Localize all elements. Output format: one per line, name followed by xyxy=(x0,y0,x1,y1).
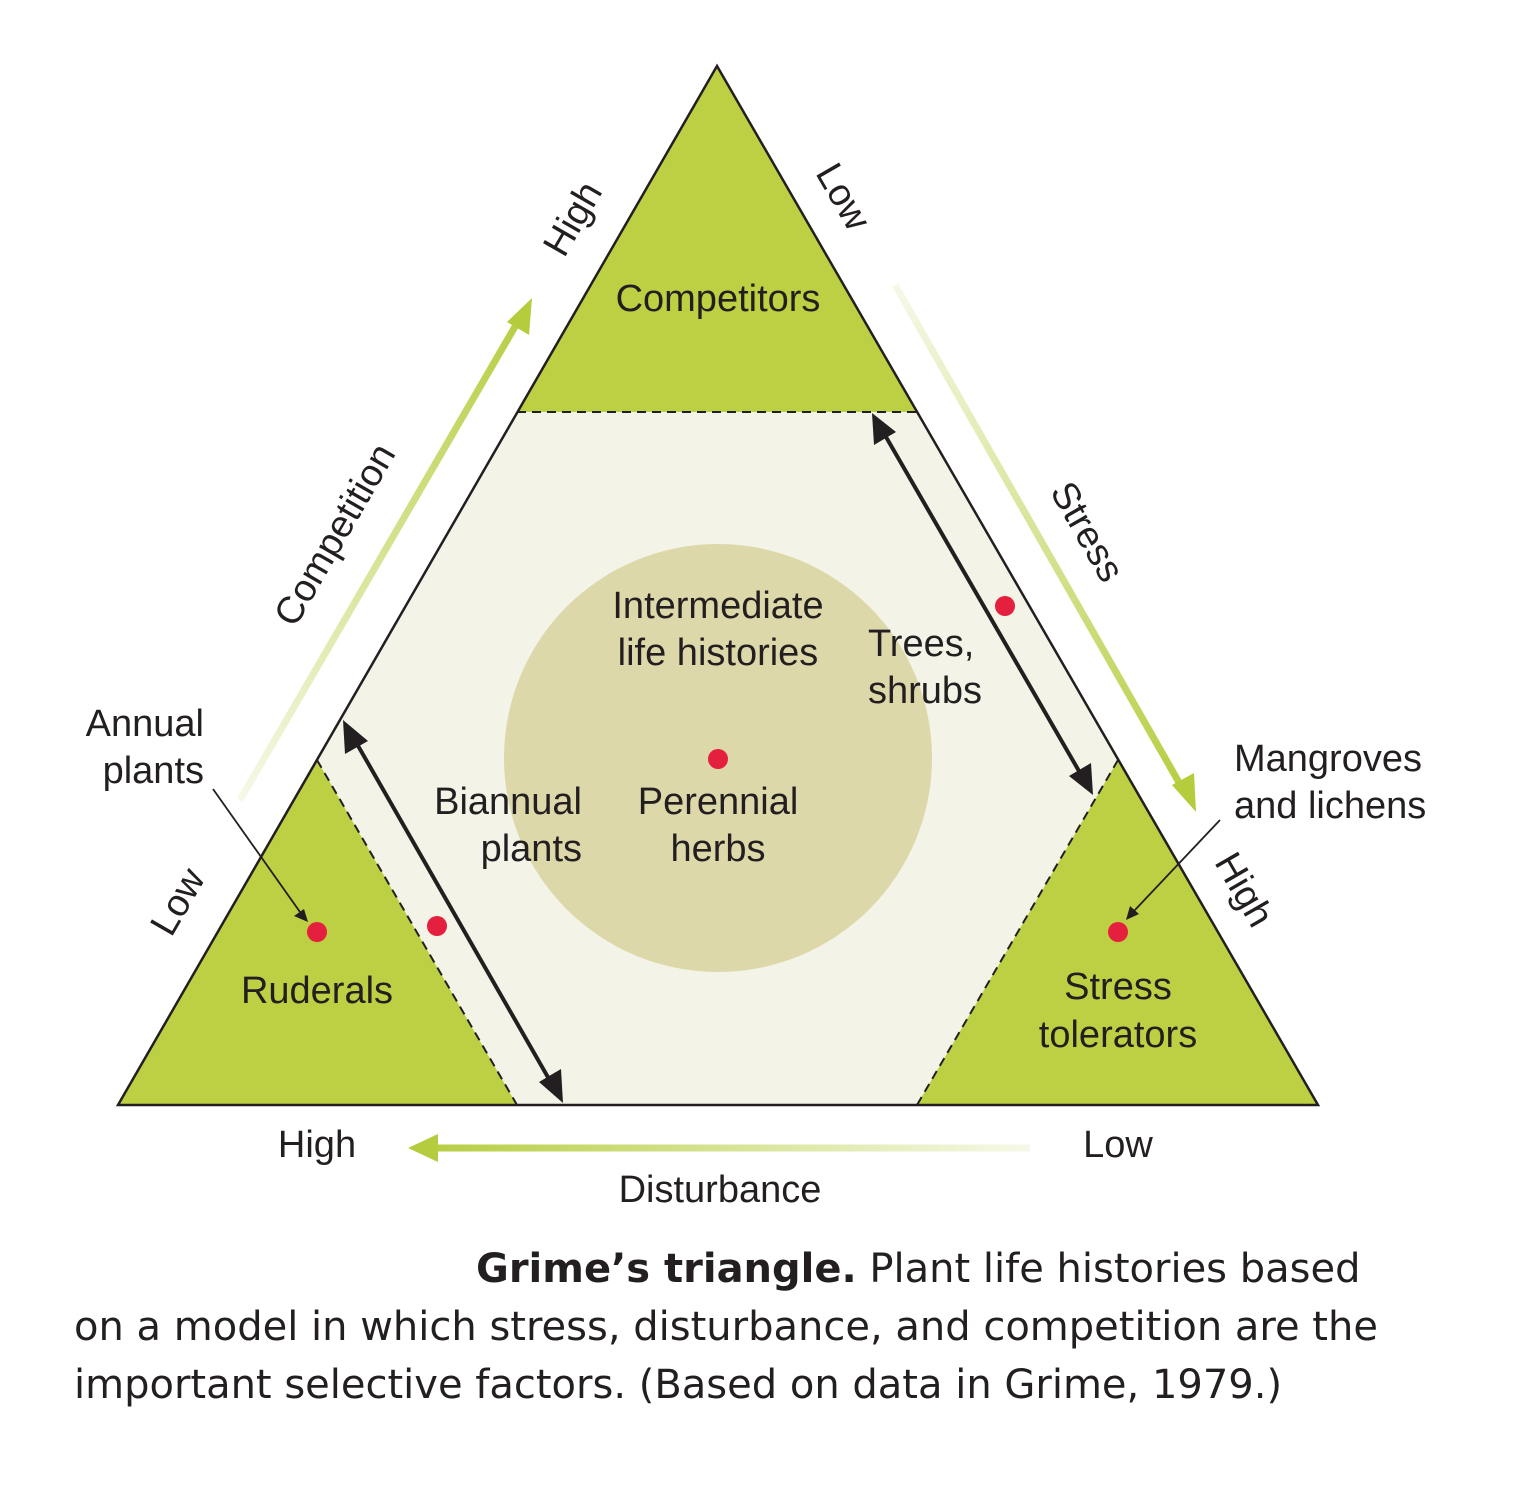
biannual-double-arrow xyxy=(343,720,563,1103)
stress-low-label: Low xyxy=(807,156,879,238)
figure-caption: Grime’s triangle. Plant life histories b… xyxy=(74,1240,1474,1414)
mangroves-label-line1: Mangroves xyxy=(1234,738,1422,780)
biannual-label-line2: plants xyxy=(481,828,582,870)
disturbance-high-label: High xyxy=(278,1124,356,1166)
grimes-triangle-diagram: Competitors Ruderals Stress tolerators I… xyxy=(86,63,1426,1211)
trees-label-line2: shrubs xyxy=(868,670,982,712)
competitors-region xyxy=(517,66,917,412)
perennial-label-line2: herbs xyxy=(670,828,765,870)
mangroves-lichens-dot xyxy=(1108,922,1128,942)
intermediate-label-line1: Intermediate xyxy=(612,585,823,627)
stress-tolerators-boundary xyxy=(916,759,1119,1106)
intermediate-label-line2: life histories xyxy=(618,632,819,674)
annual-label-line2: plants xyxy=(103,750,204,792)
annual-plants-dot xyxy=(307,922,327,942)
annual-label-line1: Annual xyxy=(86,703,204,745)
triangle-outline xyxy=(115,63,1321,1107)
caption-line-1: Grime’s triangle. Plant life histories b… xyxy=(74,1240,1474,1298)
mangroves-label-line2: and lichens xyxy=(1234,785,1426,827)
disturbance-low-label: Low xyxy=(1083,1124,1153,1166)
trees-label-line1: Trees, xyxy=(868,623,974,665)
disturbance-axis-label: Disturbance xyxy=(619,1169,822,1211)
perennial-label-line1: Perennial xyxy=(638,781,799,823)
biannual-plants-dot xyxy=(427,916,447,936)
biannual-label-line1: Biannual xyxy=(434,781,582,823)
ruderals-label: Ruderals xyxy=(241,970,393,1012)
caption-line1-text: Plant life histories based xyxy=(856,1246,1361,1292)
trees-double-arrow xyxy=(872,413,1093,795)
mangroves-leader-arrow xyxy=(1126,819,1221,920)
perennial-herbs-dot xyxy=(708,749,728,769)
annual-plants-leader-arrow xyxy=(212,788,308,922)
stress-axis-arrow xyxy=(891,283,1196,812)
caption-line-2: on a model in which stress, disturbance,… xyxy=(74,1304,1378,1350)
competition-high-label: High xyxy=(536,175,611,264)
trees-shrubs-dot xyxy=(995,596,1015,616)
stress-tolerators-label-line2: tolerators xyxy=(1039,1014,1197,1056)
disturbance-axis-arrow xyxy=(408,1134,1030,1162)
stress-tolerators-label-line1: Stress xyxy=(1064,966,1172,1008)
stress-high-label: High xyxy=(1206,846,1281,935)
ruderals-boundary xyxy=(316,759,518,1106)
competition-axis-arrow xyxy=(236,298,532,802)
competitors-label: Competitors xyxy=(616,278,821,320)
competition-axis-label: Competition xyxy=(266,437,404,634)
competition-low-label: Low xyxy=(143,861,215,943)
caption-title: Grime’s triangle. xyxy=(476,1246,857,1292)
caption-line-3: important selective factors. (Based on d… xyxy=(74,1362,1283,1408)
